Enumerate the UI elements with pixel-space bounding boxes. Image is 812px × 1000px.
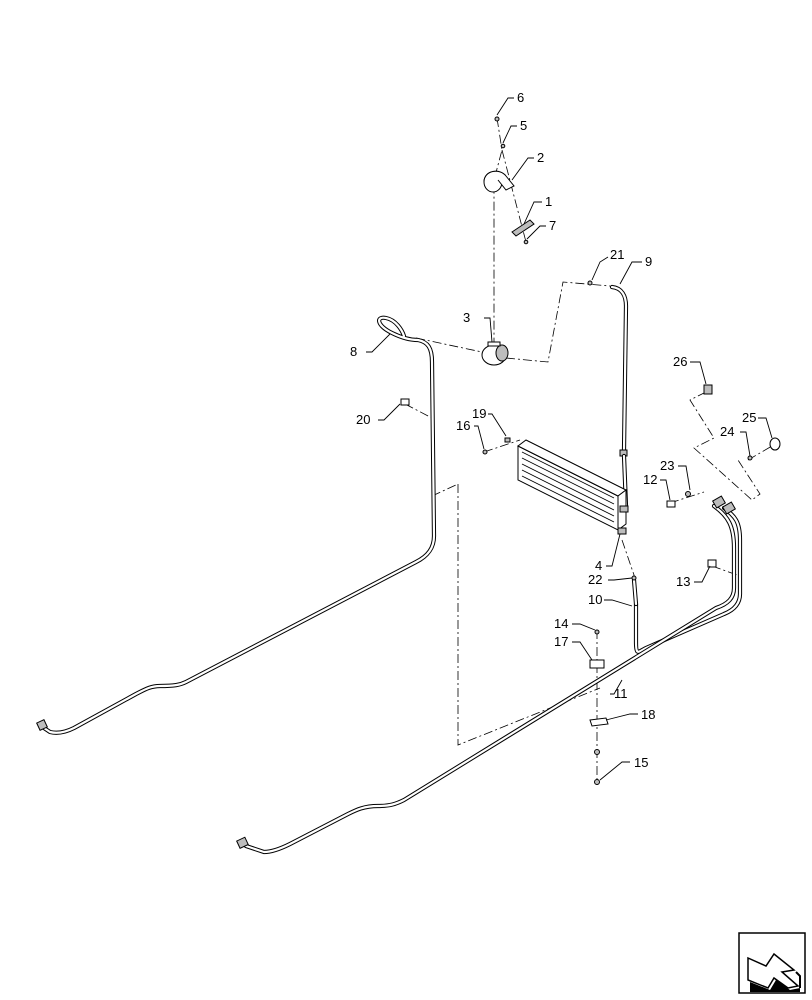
callout-25: 25 [742,410,756,425]
item-2-clamp [483,170,515,193]
callout-10: 10 [588,592,602,607]
pipe-11 [236,503,743,855]
callout-24: 24 [720,424,734,439]
callout-6: 6 [517,90,524,105]
callout-1: 1 [545,194,552,209]
item-1-bracket [511,219,535,237]
callout-20: 20 [356,412,370,427]
oil-cooler [517,439,629,535]
callout-26: 26 [673,354,687,369]
pipe-9 [609,284,629,509]
callout-17: 17 [554,634,568,649]
callout-11: 11 [614,686,628,701]
callout-22: 22 [588,572,602,587]
callout-18: 18 [641,707,655,722]
leader-lines [366,97,773,781]
callout-14: 14 [554,616,568,631]
callout-21: 21 [610,247,624,262]
callout-labels: 6 5 2 1 7 21 9 3 8 26 20 19 25 16 24 23 … [350,90,756,770]
callout-12: 12 [643,472,657,487]
callout-5: 5 [520,118,527,133]
callout-16: 16 [456,418,470,433]
next-page-arrow-icon[interactable] [738,932,806,994]
callout-15: 15 [634,755,648,770]
pipe-8 [36,315,437,735]
callout-2: 2 [537,150,544,165]
item-3-canister [481,341,509,366]
callout-3: 3 [463,310,470,325]
callout-23: 23 [660,458,674,473]
callout-4: 4 [595,558,602,573]
callout-7: 7 [549,218,556,233]
callout-9: 9 [645,254,652,269]
callout-13: 13 [676,574,690,589]
fasteners [400,116,781,785]
callout-19: 19 [472,406,486,421]
callout-8: 8 [350,344,357,359]
